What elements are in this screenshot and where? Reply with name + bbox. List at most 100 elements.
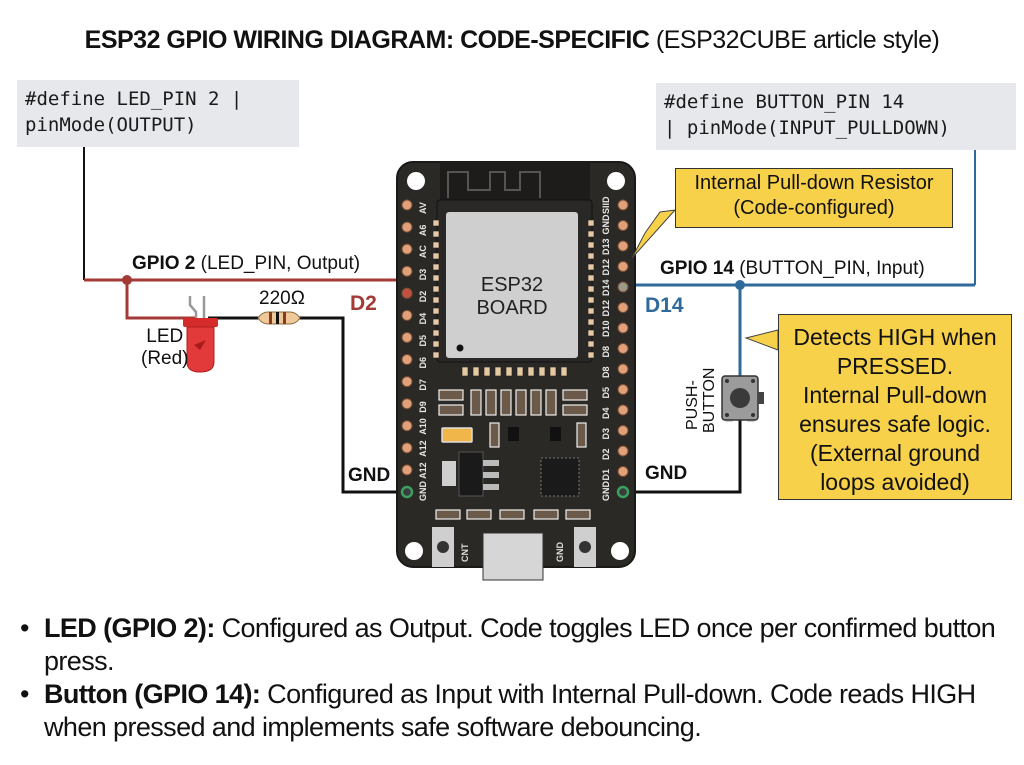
pin-label: D13 xyxy=(601,238,611,255)
pin-pad xyxy=(617,322,629,334)
note-button: • Button (GPIO 14): Configured as Input w… xyxy=(20,678,1010,744)
callout-detect-line: ensures safe logic. xyxy=(799,411,991,437)
pin-pad xyxy=(401,354,413,366)
title-subtitle: (ESP32CUBE article style) xyxy=(655,26,940,54)
d14-pin-label: D14 xyxy=(645,294,684,317)
diagram-title: ESP32 GPIO WIRING DIAGRAM: CODE-SPECIFIC… xyxy=(0,26,1024,55)
pin-label: SIID xyxy=(601,196,611,214)
pin-pad xyxy=(401,309,413,321)
note-button-text: Configured as Input with Internal Pull-d… xyxy=(44,679,976,742)
led-label-line2: (Red) xyxy=(141,348,189,369)
pin-pad xyxy=(617,445,629,457)
pin-pad xyxy=(401,287,413,299)
callout-internal-pulldown: Internal Pull-down Resistor (Code-config… xyxy=(675,168,953,228)
pin-label: GND xyxy=(601,214,611,235)
resistor-icon xyxy=(257,311,301,325)
callout-detect-line: Internal Pull-down xyxy=(802,382,988,408)
note-led: • LED (GPIO 2): Configured as Output. Cod… xyxy=(20,612,1010,678)
callout-detect-line: PRESSED. xyxy=(836,353,954,379)
pin-pad xyxy=(617,220,629,231)
pin-pad xyxy=(617,343,629,354)
code-button-line1: #define BUTTON_PIN 14 xyxy=(664,91,905,113)
code-box-led: #define LED_PIN 2 |pinMode(OUTPUT) xyxy=(17,80,299,147)
gpio2-label: GPIO 2 (LED_PIN, Output) xyxy=(132,253,360,275)
led-anode-wire xyxy=(125,280,195,320)
button-gnd-wire xyxy=(622,420,742,494)
pin-label: D7 xyxy=(418,379,428,391)
pin-pad xyxy=(401,442,413,454)
gpio2-label-bold: GPIO 2 xyxy=(132,253,196,274)
pin-label: D4 xyxy=(418,313,428,325)
pin-pad xyxy=(617,425,629,436)
led-icon xyxy=(183,296,218,373)
note-button-title: Button (GPIO 14): xyxy=(44,679,261,709)
pin-label: D8 xyxy=(601,366,611,378)
pin-pad xyxy=(401,221,413,233)
chip-label-line1: ESP32 xyxy=(481,274,543,296)
pin-label: D12 xyxy=(601,300,611,317)
pin-label: D3 xyxy=(418,269,428,281)
callout-detects-high: Detects HIGH when PRESSED. Internal Pull… xyxy=(778,314,1012,500)
pin-label: D6 xyxy=(418,357,428,369)
gpio14-label-detail: (BUTTON_PIN, Input) xyxy=(739,258,925,279)
pin-label: D8 xyxy=(601,346,611,358)
pushbutton-label-line2: BUTTON xyxy=(701,368,718,433)
pin-label: D9 xyxy=(418,401,428,413)
callout-detect-line: Detects HIGH when xyxy=(793,324,997,350)
pin-label: A12 xyxy=(418,440,428,457)
pin-label: A12 xyxy=(418,462,428,479)
pin-label: D2 xyxy=(601,448,611,460)
pin-label: D10 xyxy=(601,320,611,337)
pin-label: D5 xyxy=(601,387,611,399)
pin-label: D3 xyxy=(601,428,611,440)
pin-pad xyxy=(617,261,629,272)
pin-label: AV xyxy=(418,202,428,214)
esp32-board xyxy=(396,161,636,581)
pin-pad xyxy=(617,240,629,252)
pushbutton-icon xyxy=(721,375,764,422)
pin-label: AC xyxy=(418,245,428,258)
pin-pad xyxy=(401,199,413,211)
pin-label: GND xyxy=(601,481,611,502)
board-button-left-label: CNT xyxy=(460,543,470,562)
gpio14-label: GPIO 14 (BUTTON_PIN, Input) xyxy=(660,258,925,280)
code-button-line2: | pinMode(INPUT_PULLDOWN) xyxy=(664,117,950,139)
bullet-icon: • xyxy=(20,613,29,643)
bullet-icon: • xyxy=(20,679,29,709)
pin-label: A10 xyxy=(418,418,428,435)
notes-list: • LED (GPIO 2): Configured as Output. Cod… xyxy=(20,612,1010,744)
pin-pad xyxy=(617,363,629,375)
pin-label: D5 xyxy=(418,335,428,347)
pin-label: D14 xyxy=(601,279,611,296)
detect-callout-arrow xyxy=(744,329,779,351)
pin-pad xyxy=(401,376,413,388)
pin-label: D4 xyxy=(601,407,611,419)
note-led-text: Configured as Output. Code toggles LED o… xyxy=(44,613,996,676)
pin-pad xyxy=(616,485,630,499)
note-led-title: LED (GPIO 2): xyxy=(44,613,215,643)
pin-label: D2 xyxy=(418,291,428,303)
gnd-left-label: GND xyxy=(348,465,391,486)
led-label: LED(Red) xyxy=(141,326,189,370)
pin-pad xyxy=(401,265,413,277)
pin-pad xyxy=(617,281,629,293)
chip-label-line2: BOARD xyxy=(476,297,547,319)
pushbutton-label-line1: PUSH- xyxy=(684,380,701,430)
pin-pad xyxy=(617,404,629,416)
pin-label: GND xyxy=(418,481,428,502)
callout-pulldown-line1: Internal Pull-down Resistor xyxy=(694,172,934,194)
pin-label: A6 xyxy=(418,225,428,237)
pin-label: D12 xyxy=(601,259,611,276)
pin-label: D1 xyxy=(601,469,611,481)
pin-pad xyxy=(401,420,413,432)
board-button-right-label: GND xyxy=(555,542,565,563)
gpio14-label-bold: GPIO 14 xyxy=(660,258,734,279)
code-led-line2: pinMode(OUTPUT) xyxy=(25,114,197,136)
code-box-button: #define BUTTON_PIN 14 | pinMode(INPUT_PUL… xyxy=(656,83,1016,150)
pin-pad xyxy=(400,485,414,499)
title-bold: ESP32 GPIO WIRING DIAGRAM: CODE-SPECIFIC xyxy=(84,26,650,54)
gnd-right-label: GND xyxy=(645,463,688,484)
